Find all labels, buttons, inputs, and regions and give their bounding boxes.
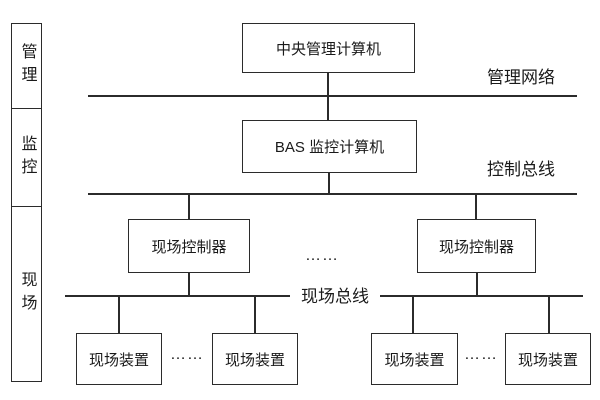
bus-line-control-bus (88, 193, 577, 195)
node-field-device-4: 现场装置 (505, 333, 591, 385)
connector-central-to-bas (327, 73, 329, 120)
connector-bas-to-control-bus (328, 172, 330, 194)
connector-field-bus-to-device-2 (254, 296, 256, 333)
bus-label-management-network: 管理网络 (487, 68, 555, 87)
node-field-controller-left: 现场控制器 (128, 219, 250, 273)
node-field-device-3: 现场装置 (371, 333, 458, 385)
connector-field-bus-to-device-4 (548, 296, 550, 333)
connector-controller-right-to-field-bus (476, 272, 478, 296)
bus-label-field-bus: 现场总线 (301, 287, 369, 306)
node-field-device-2: 现场装置 (212, 333, 298, 385)
node-central-management-computer: 中央管理计算机 (242, 23, 415, 73)
layer-box-field: 现场 (11, 206, 42, 382)
connector-field-bus-to-device-3 (412, 296, 414, 333)
connector-controller-left-to-field-bus (188, 272, 190, 296)
connector-control-bus-to-controller-left (188, 194, 190, 219)
node-field-device-1: 现场装置 (76, 333, 162, 385)
bus-line-management-network (88, 95, 577, 97)
connector-control-bus-to-controller-right (475, 194, 477, 219)
bus-line-field-bus-left (65, 295, 290, 297)
connector-field-bus-to-device-1 (118, 296, 120, 333)
layer-box-monitoring: 监控 (11, 107, 42, 208)
bus-label-control-bus: 控制总线 (487, 160, 555, 179)
layer-label-monitoring: 监控 (18, 134, 36, 181)
ellipsis-between-controllers: …… (305, 247, 339, 264)
ellipsis-between-devices-right: …… (464, 346, 498, 363)
layer-label-field: 现场 (18, 271, 36, 317)
node-bas-monitoring-computer: BAS 监控计算机 (242, 120, 417, 173)
node-field-controller-right: 现场控制器 (417, 219, 536, 273)
layer-box-management: 管理 (11, 23, 42, 109)
ellipsis-between-devices-left: …… (170, 346, 204, 363)
bus-line-field-bus-right (380, 295, 583, 297)
layer-label-management: 管理 (18, 43, 36, 89)
